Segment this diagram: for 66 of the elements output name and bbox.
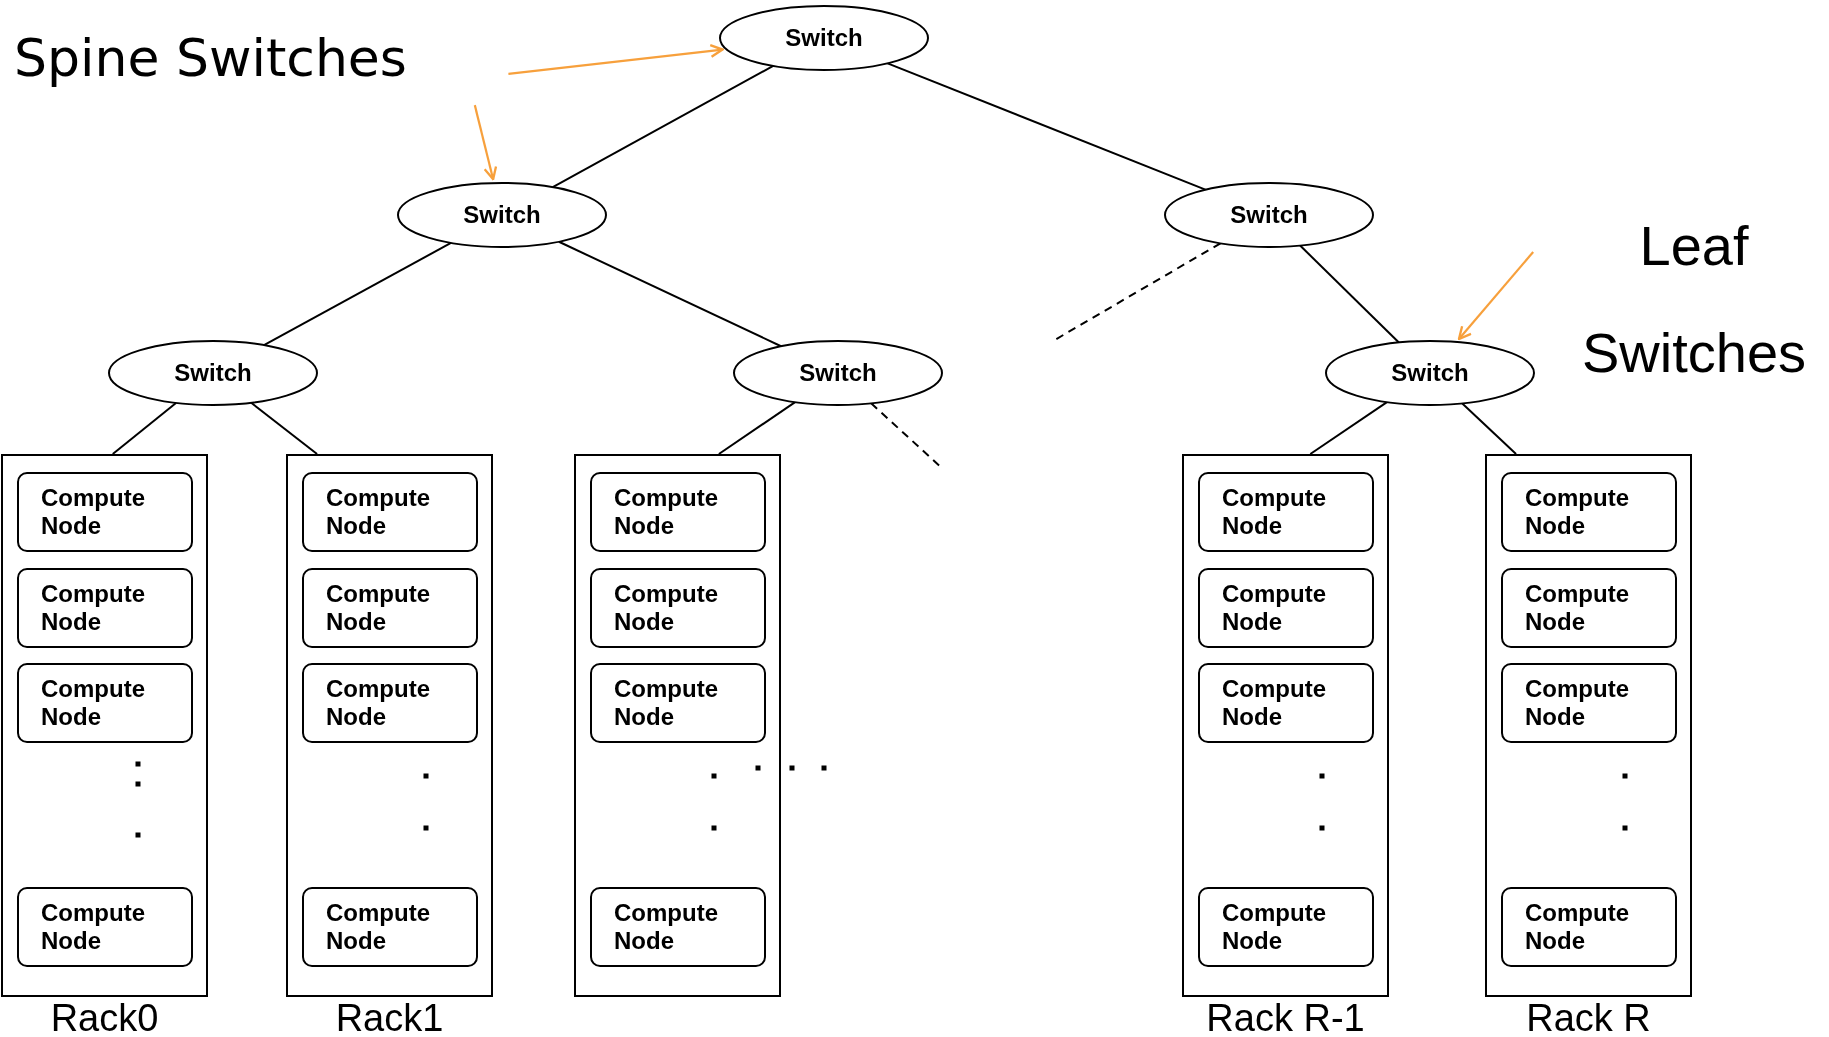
compute-node-box (590, 887, 766, 967)
compute-node-box (17, 568, 193, 648)
link-line (111, 401, 177, 455)
switch-label: Switch (1390, 359, 1470, 387)
node-label: Compute Node (1525, 899, 1630, 955)
compute-node-box (1198, 568, 1374, 648)
compute-node-box (302, 663, 478, 743)
node-label: Compute Node (1222, 675, 1327, 731)
node-label: Compute Node (41, 580, 146, 636)
compute-node-box (1501, 663, 1677, 743)
annotation-arrow (508, 43, 724, 76)
node-label: Compute Node (1222, 580, 1327, 636)
rack-label: Rack1 (334, 999, 445, 1037)
node-label: Compute Node (41, 899, 146, 955)
switch-label: Switch (1229, 201, 1309, 229)
annotation-text: Spine Switches (14, 20, 494, 96)
node-label: Compute Node (1222, 484, 1327, 540)
rack-label: Rack R (1525, 999, 1652, 1037)
annotation-arrow (1457, 251, 1535, 341)
compute-node-box (17, 887, 193, 967)
link-line (551, 64, 775, 189)
switch-label: Switch (173, 359, 253, 387)
compute-node-box (17, 663, 193, 743)
rack-label: Rack R-1 (1205, 999, 1366, 1037)
node-label: Compute Node (614, 484, 719, 540)
node-label: Compute Node (1222, 899, 1327, 955)
compute-node-box (1198, 472, 1374, 552)
annotation-arrow (473, 104, 498, 181)
node-label: Compute Node (1525, 580, 1630, 636)
node-label: Compute Node (614, 899, 719, 955)
link-line (250, 401, 319, 455)
compute-node-box (1501, 887, 1677, 967)
node-label: Compute Node (326, 899, 431, 955)
annotation-text: Leaf Switches (1560, 192, 1828, 406)
compute-node-box (302, 568, 478, 648)
compute-node-box (590, 663, 766, 743)
node-label: Compute Node (41, 675, 146, 731)
compute-node-box (302, 887, 478, 967)
compute-node-box (1198, 887, 1374, 967)
compute-node-box (1501, 472, 1677, 552)
link-line (263, 241, 452, 347)
link-line (1461, 402, 1518, 455)
compute-node-box (1198, 663, 1374, 743)
compute-node-box (590, 472, 766, 552)
switch-label: Switch (784, 24, 864, 52)
link-line (557, 240, 783, 348)
node-label: Compute Node (614, 580, 719, 636)
link-line (1299, 244, 1400, 344)
node-label: Compute Node (326, 675, 431, 731)
link-line (717, 401, 797, 455)
node-label: Compute Node (1525, 675, 1630, 731)
link-line (1309, 401, 1388, 455)
node-label: Compute Node (1525, 484, 1630, 540)
rack-box (574, 454, 781, 997)
switch-label: Switch (798, 359, 878, 387)
node-label: Compute Node (41, 484, 146, 540)
node-label: Compute Node (614, 675, 719, 731)
compute-node-box (1501, 568, 1677, 648)
link-line (886, 62, 1207, 191)
compute-node-box (17, 472, 193, 552)
node-label: Compute Node (326, 580, 431, 636)
switch-label: Switch (462, 201, 542, 229)
rack-label: Rack0 (49, 999, 160, 1037)
compute-node-box (302, 472, 478, 552)
compute-node-box (590, 568, 766, 648)
node-label: Compute Node (326, 484, 431, 540)
